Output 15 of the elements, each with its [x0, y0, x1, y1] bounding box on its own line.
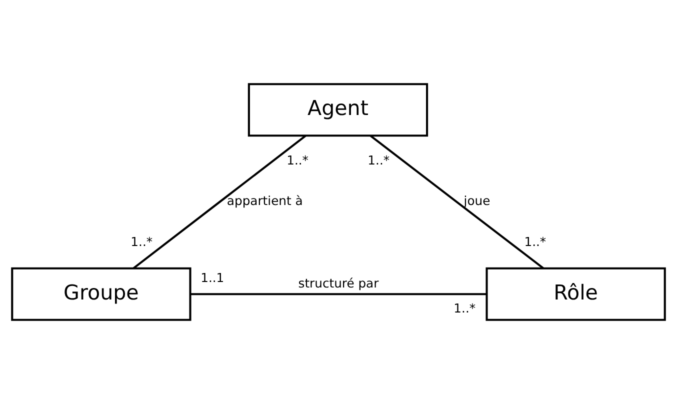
- label: 1..*: [130, 234, 153, 248]
- edge-label: appartient à: [226, 194, 303, 208]
- edge-label: structuré par: [298, 276, 379, 290]
- label: 1..*: [286, 153, 308, 168]
- edge-label: joue: [464, 194, 490, 208]
- label: 1..*: [524, 234, 546, 248]
- label: 1..*: [368, 153, 390, 168]
- node-box: Agent: [248, 82, 428, 136]
- node-box: Rôle: [486, 266, 666, 320]
- connector: [132, 134, 306, 268]
- label: 1..1: [200, 270, 224, 284]
- node-box: Groupe: [11, 266, 192, 320]
- connector: [370, 134, 544, 268]
- connector: [190, 292, 487, 295]
- label: 1..*: [454, 301, 476, 316]
